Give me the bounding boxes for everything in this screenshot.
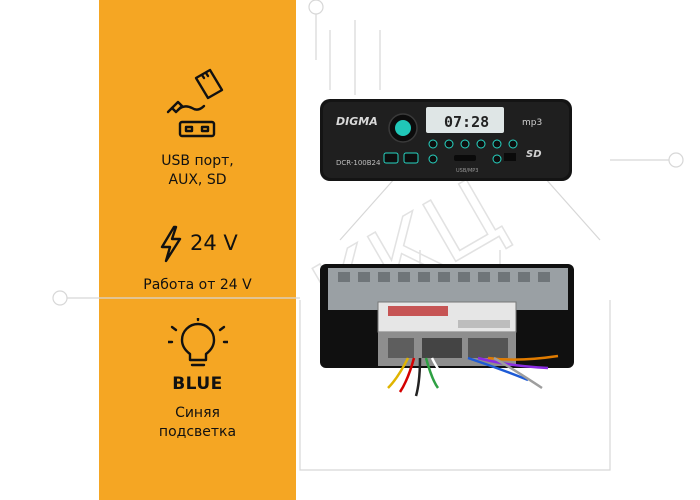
device-sd-badge: SD <box>526 149 542 160</box>
feature-media-line1: USB порт, <box>161 153 234 169</box>
feature-power: 24 V <box>158 225 278 265</box>
left-margin <box>0 0 99 500</box>
light-line1: Синяя <box>175 405 220 421</box>
power-caption: Работа от 24 V <box>143 277 252 293</box>
lightbulb-icon <box>166 314 229 367</box>
device-display-time: 07:28 <box>444 113 489 131</box>
light-line2: подсветка <box>158 424 237 440</box>
lightning-icon <box>160 225 182 263</box>
device-model: DCR-100B24 <box>336 159 381 167</box>
power-value: 24 V <box>190 231 238 255</box>
radio-front-panel: DIGMA DCR-100B24 07:28 mp3 SD USB/MP3 <box>320 99 572 181</box>
device-usb-label: USB/MP3 <box>456 168 478 174</box>
feature-media: USB порт, AUX, SD <box>99 62 296 190</box>
usb-aux-sd-icon <box>166 68 223 138</box>
device-mp3-badge: mp3 <box>522 118 542 128</box>
feature-light: BLUE Синяя подсветка <box>99 314 296 442</box>
device-brand: DIGMA <box>336 115 378 128</box>
light-value: BLUE <box>172 374 223 394</box>
radio-chassis <box>320 264 574 397</box>
feature-media-line2: AUX, SD <box>168 172 227 188</box>
